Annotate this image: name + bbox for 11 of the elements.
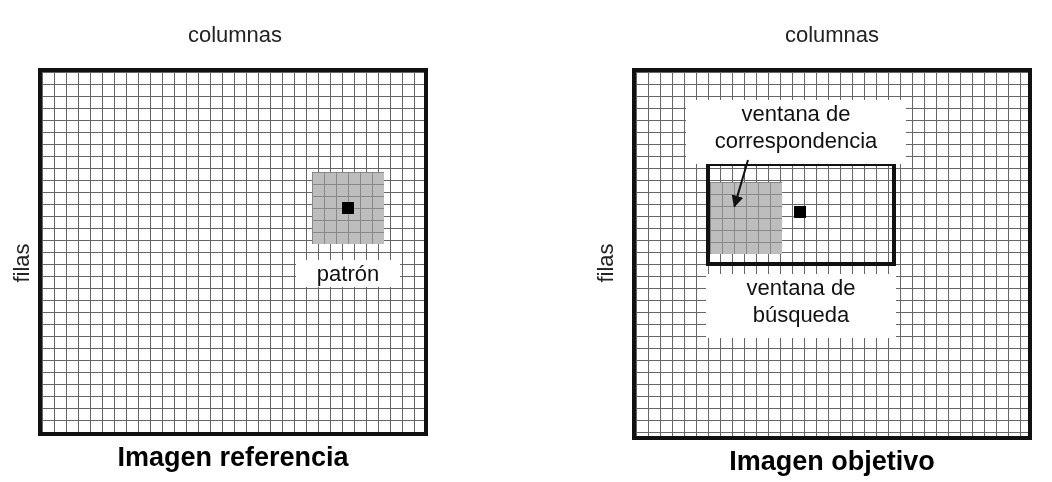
axis-label: columnas — [784, 22, 880, 48]
image-title: Imagen referencia — [116, 442, 350, 473]
axis-label: filas — [593, 243, 619, 283]
image-title: Imagen objetivo — [728, 446, 936, 477]
leader-arrow — [731, 159, 749, 208]
window-label: ventana de correspondencia — [686, 100, 906, 164]
axis-label: filas — [9, 243, 35, 283]
axis-label: columnas — [187, 22, 283, 48]
patch-label: patrón — [296, 260, 400, 287]
window-patch — [710, 182, 782, 254]
window-label: ventana de búsqueda — [706, 274, 896, 338]
